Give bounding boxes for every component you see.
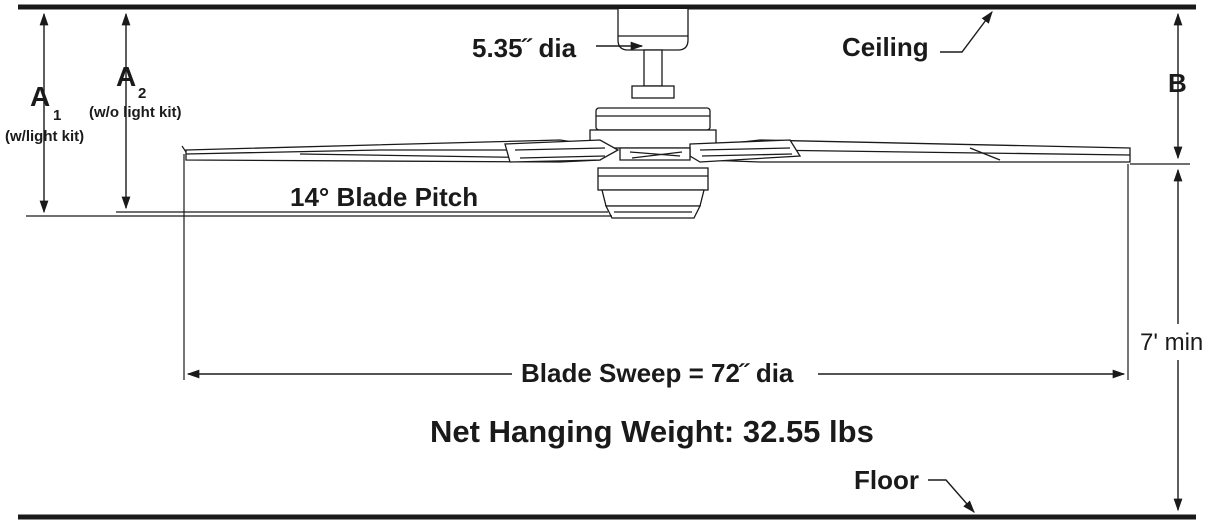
- blade-sweep-label: Blade Sweep = 72˝ dia: [521, 358, 794, 388]
- a1-label: A 1: [30, 81, 61, 124]
- a2-label: A 2: [116, 61, 146, 102]
- svg-text:2: 2: [138, 85, 146, 102]
- a2-note: (w/o light kit): [89, 104, 181, 121]
- blade-pitch-label: 14° Blade Pitch: [290, 182, 478, 212]
- svg-text:A: A: [30, 81, 50, 112]
- min-height-label: 7' min: [1140, 329, 1203, 356]
- downrod-dia-label: 5.35˝ dia: [472, 33, 577, 63]
- floor-label: Floor: [854, 465, 919, 495]
- svg-text:A: A: [116, 61, 136, 92]
- blade-left-tip-mark: [181, 145, 187, 153]
- ceiling-leader-line: [940, 10, 993, 53]
- floor-leader-line: [928, 479, 975, 513]
- ceiling-label: Ceiling: [842, 32, 929, 62]
- net-weight-label: Net Hanging Weight: 32.55 lbs: [430, 414, 874, 449]
- fan-illustration: [185, 9, 1131, 219]
- b-label: B: [1168, 68, 1187, 98]
- a1-note: (w/light kit): [5, 128, 84, 145]
- svg-text:1: 1: [53, 107, 61, 124]
